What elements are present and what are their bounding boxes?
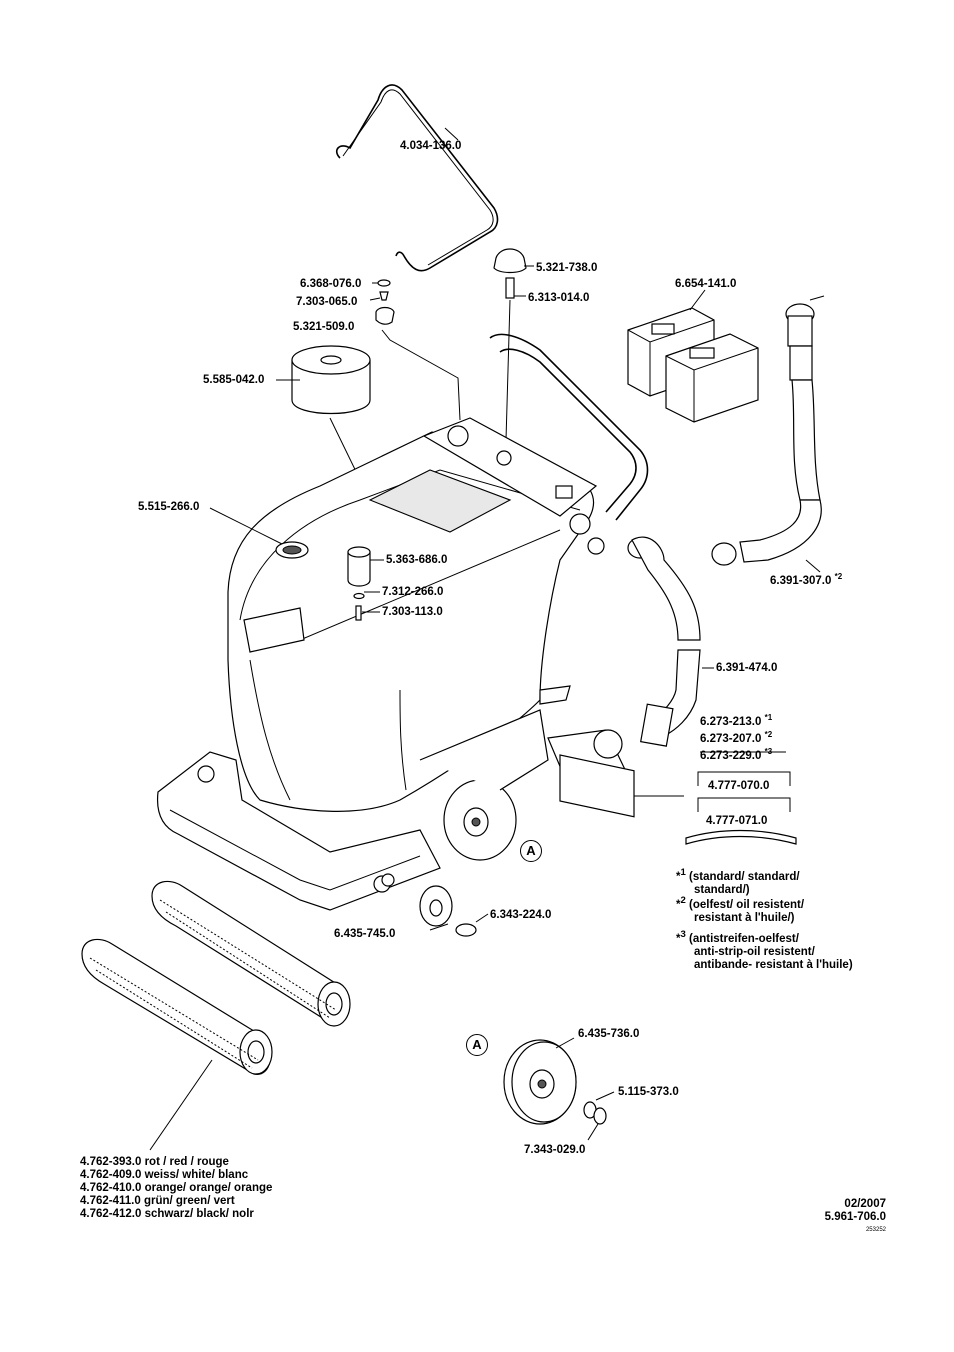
detail-marker-a-detail: A — [466, 1034, 488, 1056]
wheel-detail-drawing — [503, 1037, 615, 1141]
label-squeegee-lip-3: 6.273-229.0 *3 — [700, 747, 773, 762]
brush-variant: 4.762-410.0 orange/ orange/ orange — [80, 1182, 273, 1194]
brush-variant: 4.762-393.0 rot / red / rouge — [80, 1156, 229, 1168]
label-wheel-ring: 7.343-029.0 — [524, 1144, 586, 1156]
label-squeegee-lip-1: 6.273-213.0 *1 — [700, 713, 773, 728]
label-squeegee-lip-2: 6.273-207.0 *2 — [700, 730, 773, 745]
handle-bar-drawing — [335, 84, 499, 272]
label-roller: 6.435-745.0 — [334, 928, 396, 940]
label-knob-small: 5.321-509.0 — [293, 321, 355, 333]
suction-hose-drawing — [627, 536, 714, 747]
label-float: 5.363-686.0 — [386, 554, 448, 566]
note-1: *1 (standard/ standard/ standard/) — [676, 867, 800, 896]
label-cap: 6.368-076.0 — [300, 278, 362, 290]
document-footer: 02/2007 5.961-706.0 253252 — [825, 1198, 886, 1237]
label-suction-hose: 6.391-474.0 — [716, 662, 778, 674]
drain-hose-drawing — [711, 295, 825, 573]
battery-drawing — [627, 289, 759, 423]
brush-drawing — [81, 880, 351, 1151]
small-parts-drawing — [369, 279, 461, 421]
machine-body-drawing — [156, 333, 684, 911]
label-screw-float: 7.303-113.0 — [382, 606, 443, 618]
squeegee-blades-drawing — [685, 751, 797, 845]
note-3: *3 (antistreifen-oelfest/ anti-strip-oil… — [676, 929, 853, 971]
roller-detail-drawing — [419, 885, 489, 937]
label-handle-bar: 4.034-136.0 — [400, 140, 462, 152]
brush-variant-list: 4.762-393.0 rot / red / rouge 4.762-409.… — [80, 1156, 272, 1221]
filter-drawing — [276, 345, 383, 526]
brush-variant: 4.762-412.0 schwarz/ black/ nolr — [80, 1208, 254, 1220]
image-reference: 253252 — [865, 1227, 886, 1233]
label-roller-cap: 6.343-224.0 — [490, 909, 552, 921]
label-screw-top: 7.303-065.0 — [296, 296, 358, 308]
label-washer: 7.312-266.0 — [382, 586, 444, 598]
label-squeegee-curved: 4.777-071.0 — [706, 815, 768, 827]
label-drain-hose: 6.391-307.0 *2 — [770, 572, 843, 587]
note-2: *2 (oelfest/ oil resistent/ resistant à … — [676, 895, 805, 924]
label-wheel: 6.435-736.0 — [578, 1028, 640, 1040]
brush-variant: 4.762-411.0 grün/ green/ vert — [80, 1195, 235, 1207]
label-knob: 5.321-738.0 — [536, 262, 598, 274]
detail-marker-a: A — [520, 840, 542, 862]
label-battery: 6.654-141.0 — [675, 278, 737, 290]
label-pin: 6.313-014.0 — [528, 292, 590, 304]
knob-drawing — [493, 248, 534, 441]
document-number: 5.961-706.0 — [824, 1211, 886, 1223]
label-wheel-washer: 5.115-373.0 — [618, 1086, 679, 1098]
document-date: 02/2007 — [844, 1198, 886, 1210]
label-filter: 5.585-042.0 — [203, 374, 265, 386]
label-lid-plug: 5.515-266.0 — [138, 501, 200, 513]
label-squeegee: 4.777-070.0 — [708, 780, 770, 792]
brush-variant: 4.762-409.0 weiss/ white/ blanc — [80, 1169, 249, 1181]
